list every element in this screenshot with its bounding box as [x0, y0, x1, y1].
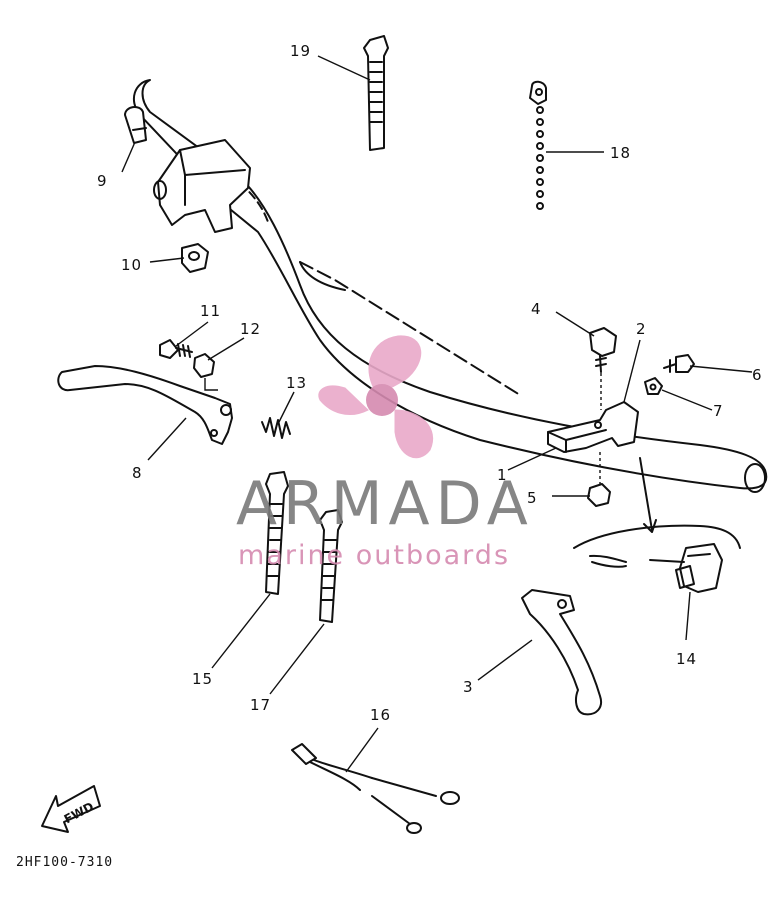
- armada-watermark: ARMADA marine outboards: [236, 335, 534, 571]
- clutch-lever-3: [521, 589, 602, 716]
- callout-15: 15: [192, 670, 213, 688]
- bead-chain-18: [529, 80, 547, 210]
- callout-19: 19: [290, 42, 311, 60]
- cable-tie-15: [265, 471, 289, 595]
- leader-lines: [121, 55, 753, 773]
- callout-4: 4: [531, 300, 542, 318]
- lever-holder-1: [547, 401, 639, 453]
- callout-2: 2: [636, 320, 647, 338]
- callout-13: 13: [286, 374, 307, 392]
- callout-16: 16: [370, 706, 391, 724]
- brake-lever-8: [57, 365, 233, 445]
- bolt-9: [124, 106, 147, 144]
- callout-8: 8: [132, 464, 143, 482]
- callout-6: 6: [752, 366, 763, 384]
- callout-3: 3: [463, 678, 474, 696]
- forward-direction-arrow-icon: FWD: [41, 785, 101, 833]
- callout-5: 5: [527, 489, 538, 507]
- propeller-logo-icon: [318, 335, 433, 459]
- watermark-tagline: marine outboards: [238, 540, 510, 571]
- master-cylinder-clamp: [153, 139, 251, 233]
- nut-5: [587, 483, 611, 507]
- switch-inset-14: [573, 457, 741, 593]
- callout-17: 17: [250, 696, 271, 714]
- callout-7: 7: [713, 402, 724, 420]
- callout-1: 1: [497, 466, 508, 484]
- nut-10: [181, 243, 209, 273]
- callout-numbers: 19 9 10 11 12 13 8 18 4 2 6 7 1 5 14 3 1…: [97, 42, 763, 724]
- washer-7: [644, 377, 663, 395]
- assembly-line-12: [204, 378, 218, 391]
- cable-tie-17: [319, 509, 343, 623]
- callout-14: 14: [676, 650, 697, 668]
- wire-harness-16: [291, 743, 460, 834]
- bolt-4: [589, 327, 617, 373]
- drawing-code: 2HF100-7310: [16, 855, 113, 870]
- cable-tie-19: [363, 35, 389, 151]
- bolt-11: [159, 339, 193, 359]
- callout-12: 12: [240, 320, 261, 338]
- spring-13: [261, 417, 291, 439]
- bolt-6: [663, 354, 695, 373]
- callout-10: 10: [121, 256, 142, 274]
- callout-9: 9: [97, 172, 108, 190]
- watermark-brand: ARMADA: [236, 469, 534, 539]
- callout-11: 11: [200, 302, 221, 320]
- callout-18: 18: [610, 144, 631, 162]
